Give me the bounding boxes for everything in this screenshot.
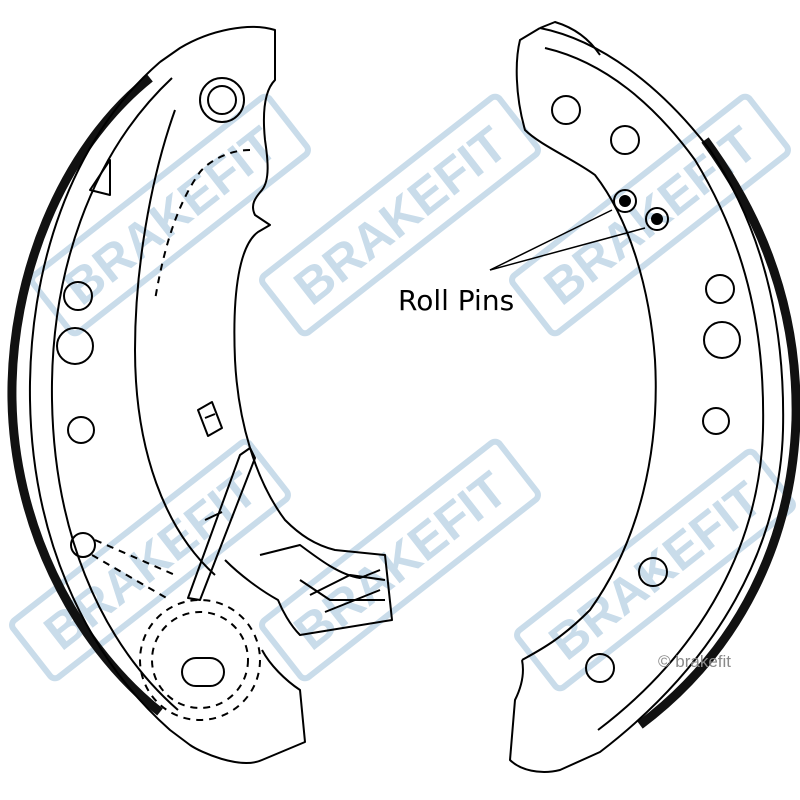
right-brake-shoe	[509, 21, 800, 773]
left-retainer-clip	[197, 401, 223, 437]
left-brake-shoe	[7, 25, 393, 764]
right-rivet-hole	[551, 95, 581, 125]
left-shoe-web-edge	[134, 109, 381, 579]
left-shoe-web	[224, 139, 393, 636]
watermark-text: BRAKEFIT	[534, 116, 768, 316]
left-lower-pin	[70, 532, 96, 558]
right-rivet-hole	[585, 653, 615, 683]
right-rim-inner	[544, 47, 765, 731]
right-rivet-hole	[610, 125, 640, 155]
watermark-text: BRAKEFIT	[34, 461, 268, 661]
right-shoe-web	[515, 27, 657, 661]
roll-pin-upper	[613, 189, 637, 213]
roll-pin-upper-core	[619, 195, 631, 207]
right-shoe-top-bump	[539, 21, 601, 56]
roll-pin-lower-core	[651, 213, 663, 225]
watermark-logo: BRAKEFIT	[514, 448, 796, 692]
right-shoe-rim	[509, 27, 785, 773]
left-adjuster-dashed	[139, 599, 261, 721]
left-shoe-tab	[89, 159, 111, 196]
left-adjuster-dashed-inner	[151, 611, 249, 709]
watermark-layer: BRAKEFIT BRAKEFIT BRAKEFIT BRAKEFIT BRAK…	[9, 93, 796, 692]
left-park-lever	[187, 447, 256, 601]
left-shoe-heel	[299, 574, 386, 613]
watermark-logo: BRAKEFIT	[29, 93, 311, 337]
left-friction-lining	[7, 74, 163, 716]
watermark-text: BRAKEFIT	[539, 471, 773, 671]
roll-pins-callout	[489, 209, 646, 271]
left-rivet-hole	[63, 281, 93, 311]
right-rivet-hole	[705, 274, 735, 304]
left-shoe-rim	[28, 25, 306, 764]
left-rivet-hole	[56, 327, 94, 365]
roll-pins-label: Roll Pins	[398, 284, 514, 317]
watermark-text: BRAKEFIT	[284, 461, 518, 661]
callout-leader-upper	[489, 209, 613, 271]
right-rivet-hole	[703, 321, 741, 359]
copyright-notice: © brakefit	[658, 652, 731, 671]
left-lower-link	[91, 539, 176, 601]
left-rim-inner	[50, 77, 179, 711]
roll-pin-lower	[645, 207, 669, 231]
right-rivet-hole	[702, 407, 730, 435]
watermark-logo: BRAKEFIT	[259, 438, 541, 682]
callout-leader-lower	[489, 227, 646, 271]
right-friction-lining	[637, 137, 800, 729]
left-anchor-eye-inner	[207, 85, 237, 115]
right-rivet-hole	[638, 557, 668, 587]
left-anchor-eye-outer	[199, 77, 245, 123]
left-rivet-hole	[67, 416, 95, 444]
left-adjuster-slot	[181, 657, 225, 687]
